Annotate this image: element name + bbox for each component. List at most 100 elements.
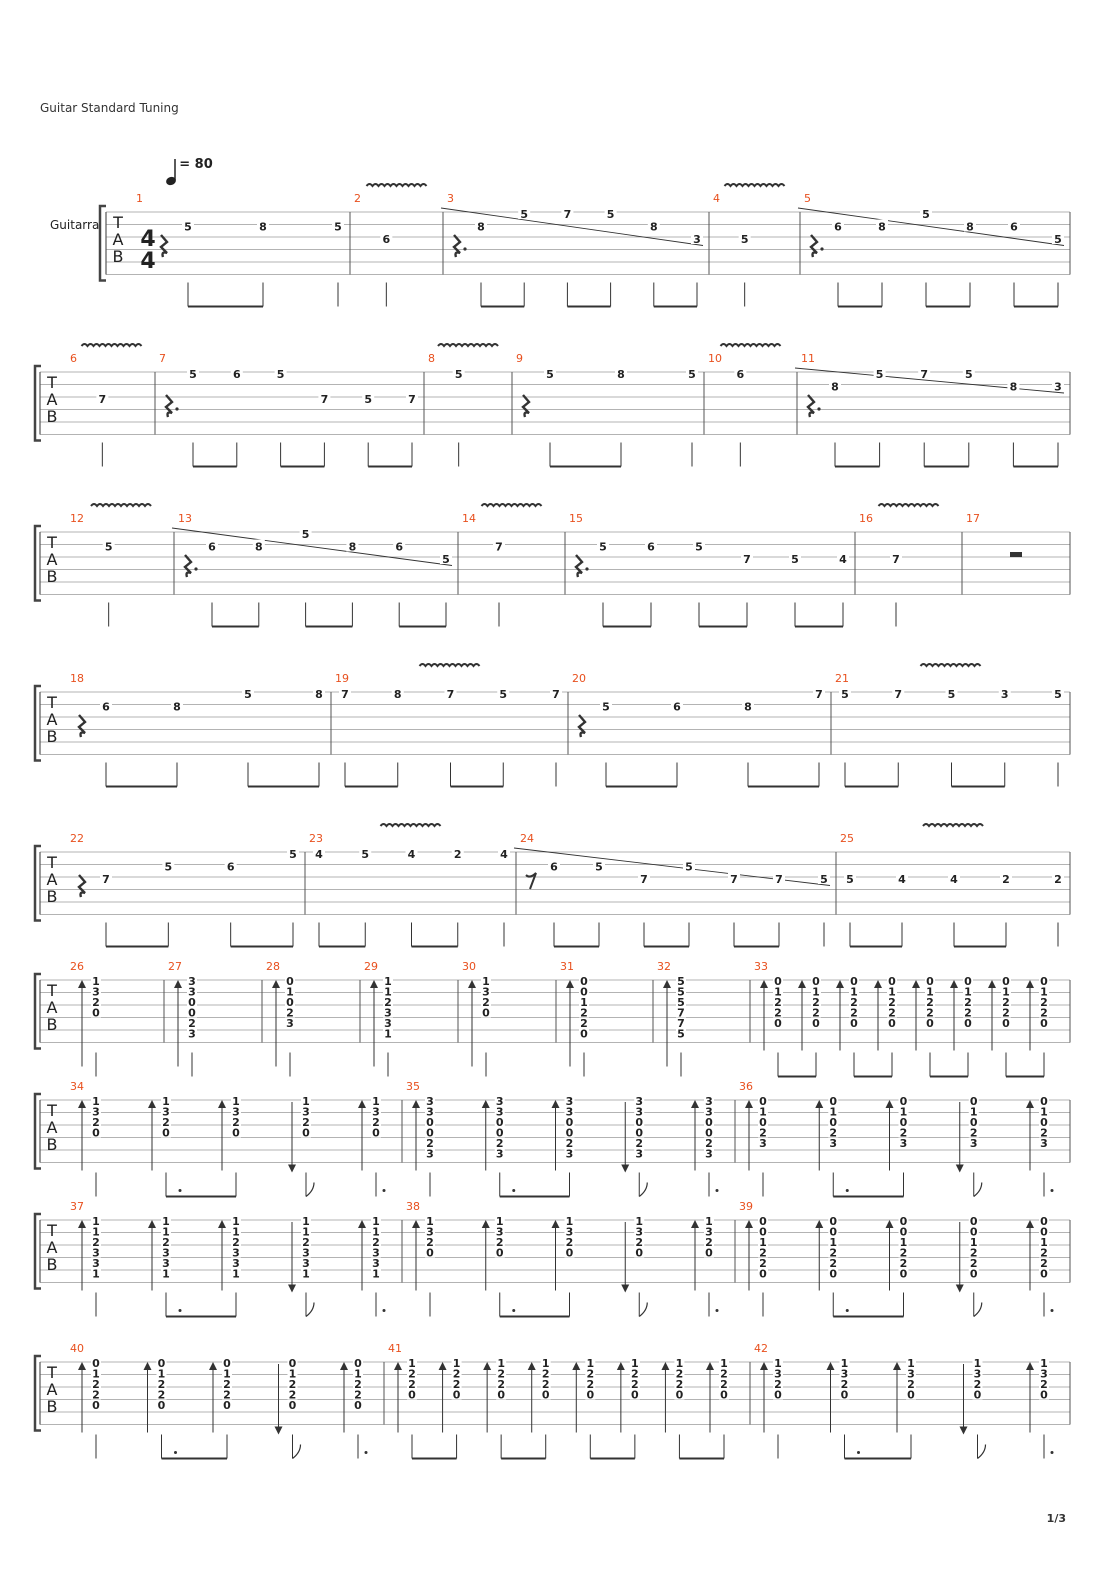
fret-bg bbox=[161, 1258, 171, 1268]
fret-number: 7 bbox=[743, 553, 751, 566]
fret-bg bbox=[91, 1258, 101, 1268]
fret-number: 7 bbox=[815, 688, 823, 701]
fret-bg bbox=[494, 1096, 505, 1106]
system-bracket bbox=[33, 524, 41, 602]
fret-bg bbox=[704, 1226, 714, 1237]
fret-bg bbox=[604, 207, 617, 219]
fret-number: 7 bbox=[892, 553, 900, 566]
chord-fret-number: 2 bbox=[907, 1378, 915, 1391]
measure-number: 35 bbox=[406, 1080, 420, 1093]
fret-bg bbox=[945, 687, 958, 699]
fret-bg bbox=[481, 997, 491, 1007]
chord-fret-number: 2 bbox=[812, 1007, 820, 1020]
fret-bg bbox=[849, 1018, 859, 1028]
fret-bg bbox=[494, 1226, 505, 1237]
chord-fret-number: 2 bbox=[1040, 1257, 1048, 1270]
chord-fret-number: 3 bbox=[974, 1368, 982, 1381]
chord-fret-number: 2 bbox=[286, 1007, 294, 1020]
chord-fret-number: 2 bbox=[1040, 996, 1048, 1009]
measure-number: 6 bbox=[70, 352, 77, 365]
chord-fret-number: 1 bbox=[829, 1106, 837, 1119]
chord-fret-number: 2 bbox=[586, 1368, 594, 1381]
fret-bg bbox=[906, 1368, 916, 1379]
chord-fret-number: 3 bbox=[635, 1095, 643, 1108]
chord-fret-number: 0 bbox=[926, 975, 934, 988]
fret-bg bbox=[1001, 1018, 1011, 1028]
fret-number: 4 bbox=[500, 848, 508, 861]
tuning-label: Guitar Standard Tuning bbox=[40, 101, 179, 115]
fret-bg bbox=[918, 367, 931, 379]
chord-fret-number: 3 bbox=[774, 1368, 782, 1381]
fret-bg bbox=[91, 1237, 101, 1247]
fret-bg bbox=[425, 1237, 435, 1247]
chord-fret-number: 2 bbox=[841, 1378, 849, 1391]
chord-fret-number: 0 bbox=[302, 1127, 310, 1140]
fret-bg bbox=[494, 1216, 505, 1226]
quarter-rest-icon bbox=[574, 554, 584, 578]
fret-number: 5 bbox=[791, 553, 799, 566]
chord-fret-number: 2 bbox=[542, 1368, 550, 1381]
fret-bg bbox=[391, 687, 404, 699]
fret-bg bbox=[968, 1138, 979, 1148]
fret-bg bbox=[634, 1237, 645, 1247]
vibrato-mark bbox=[418, 663, 481, 668]
chord-fret-number: 3 bbox=[705, 1095, 713, 1108]
fret-bg bbox=[773, 1007, 783, 1018]
fret-number: 3 bbox=[1054, 381, 1062, 394]
fret-bg bbox=[634, 1247, 645, 1258]
measure-number: 40 bbox=[70, 1342, 84, 1355]
chord-fret-number: 2 bbox=[759, 1257, 767, 1270]
strum-up-arrow-icon bbox=[174, 980, 182, 988]
dot-icon bbox=[857, 1451, 860, 1454]
fret-number: 7 bbox=[730, 873, 738, 886]
fret-bg bbox=[224, 859, 237, 872]
chord-fret-number: 0 bbox=[900, 1095, 908, 1108]
fret-bg bbox=[564, 1148, 575, 1159]
fret-bg bbox=[873, 367, 886, 379]
chord-fret-number: 0 bbox=[774, 975, 782, 988]
chord-fret-number: 3 bbox=[1040, 1137, 1048, 1150]
fret-bg bbox=[898, 1127, 909, 1138]
measure-number: 21 bbox=[835, 672, 849, 685]
chord-fret-number: 3 bbox=[426, 1095, 434, 1108]
instrument-name: Guitarra bbox=[50, 218, 99, 232]
chord-fret-number: 0 bbox=[720, 1389, 728, 1402]
fret-number: 5 bbox=[189, 368, 197, 381]
fret-bg bbox=[91, 1226, 101, 1237]
fret-number: 8 bbox=[259, 221, 267, 234]
tab-clef-letter: T bbox=[46, 1363, 57, 1382]
fret-number: 5 bbox=[334, 221, 342, 234]
fret-number: 7 bbox=[920, 368, 928, 381]
fret-bg bbox=[231, 1237, 241, 1247]
fret-bg bbox=[704, 1237, 714, 1247]
tab-clef-letter: T bbox=[46, 1101, 57, 1120]
chord-fret-number: 1 bbox=[1040, 1106, 1048, 1119]
fret-bg bbox=[540, 1358, 551, 1368]
fret-bg bbox=[925, 1018, 935, 1028]
fret-bg bbox=[353, 1389, 363, 1400]
fret-bg bbox=[629, 1358, 640, 1368]
fret-bg bbox=[828, 1106, 839, 1117]
chord-fret-number: 2 bbox=[453, 1368, 461, 1381]
chord-fret-number: 3 bbox=[482, 986, 490, 999]
chord-fret-number: 0 bbox=[970, 1095, 978, 1108]
time-signature-bottom: 4 bbox=[140, 249, 155, 274]
chord-fret-number: 1 bbox=[566, 1215, 574, 1228]
measure-number: 41 bbox=[388, 1342, 402, 1355]
tab-clef-letter: B bbox=[47, 407, 58, 426]
chord-fret-number: 2 bbox=[580, 1017, 588, 1030]
strum-up-arrow-icon bbox=[798, 980, 806, 988]
chord-fret-number: 2 bbox=[497, 1378, 505, 1391]
fret-bg bbox=[773, 986, 783, 997]
vibrato-mark bbox=[80, 343, 143, 348]
chord-fret-number: 0 bbox=[289, 1399, 297, 1412]
chord-fret-number: 0 bbox=[566, 1116, 574, 1129]
chord-fret-number: 3 bbox=[232, 1247, 240, 1260]
fret-number: 5 bbox=[1054, 688, 1062, 701]
fret-bg bbox=[676, 1018, 686, 1028]
fret-bg bbox=[346, 539, 359, 552]
fret-bg bbox=[301, 1258, 311, 1268]
chord-fret-number: 0 bbox=[850, 1017, 858, 1030]
chord-fret-number: 2 bbox=[426, 1137, 434, 1150]
fret-bg bbox=[407, 1379, 417, 1389]
